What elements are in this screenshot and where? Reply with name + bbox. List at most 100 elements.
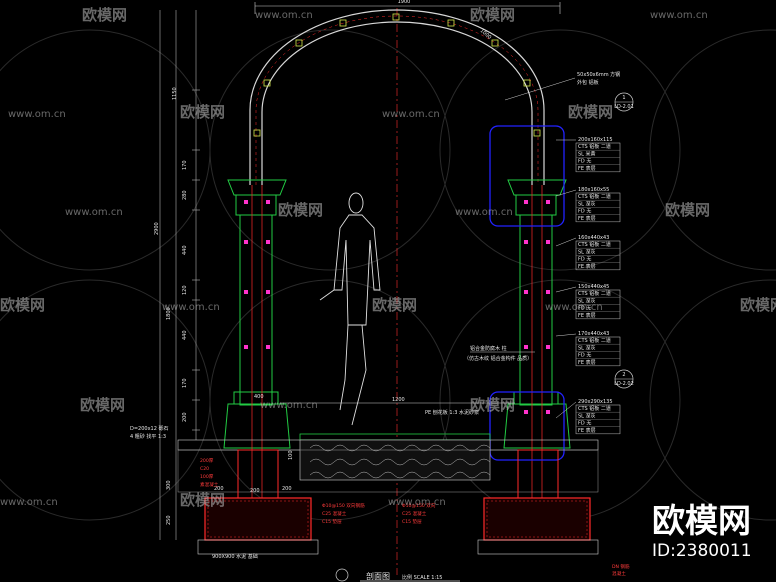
spec-tag-row: SL 深灰 xyxy=(578,200,596,207)
wm-url-11: www.om.cn xyxy=(388,497,446,508)
red-note-center-1: C25 混凝土 xyxy=(322,510,347,517)
top-note-1: 50x50x6mm 方钢 xyxy=(577,71,620,78)
spec-tag-leader xyxy=(555,286,577,293)
wm-brand-8: 欧模网 xyxy=(372,296,417,314)
spec-tag-leader xyxy=(555,189,577,197)
wm-brand-7: 欧模网 xyxy=(0,296,45,314)
wm-url-10: www.om.cn xyxy=(0,497,58,508)
spec-tag-row: CTS 铝板 二道 xyxy=(578,143,611,150)
spec-tag-size: 160x440x43 xyxy=(578,235,609,241)
dim-opening-1200: 1200 xyxy=(392,397,405,403)
center-note-1: 铝合金防腐木 柱 xyxy=(470,345,507,352)
wm-brand-11: 欧模网 xyxy=(470,396,515,414)
wm-url-3: www.om.cn xyxy=(8,109,66,120)
spec-tag-row: CTS 铝板 二道 xyxy=(578,193,611,200)
dim-1150: 1150 xyxy=(172,87,178,100)
wm-brand-9: 欧模网 xyxy=(740,296,776,314)
wm-url-8: www.om.cn xyxy=(545,302,603,313)
ground-slab xyxy=(177,433,599,493)
dim-280: 280 xyxy=(182,190,188,200)
top-width-label: 1900 xyxy=(398,0,411,5)
spec-tag-row: CTS 铝板 二道 xyxy=(578,241,611,248)
arch xyxy=(249,9,545,185)
bottom-dim-2: 200 xyxy=(282,486,292,492)
spec-tag-row: SL 深灰 xyxy=(578,248,596,255)
spec-tag-size: 150x440x45 xyxy=(578,284,609,290)
spec-tag-row: CTS 铝板 二道 xyxy=(578,290,611,297)
ref-bubble-2-sheet: LD-2.02 xyxy=(614,381,634,387)
dim-arc-1000: 1000 xyxy=(479,28,493,41)
dim-lower-total: 1800 xyxy=(166,307,172,320)
dim-base-400: 400 xyxy=(254,394,264,400)
dim-440a: 440 xyxy=(182,245,188,255)
wm-brand-1: 欧模网 xyxy=(82,6,127,24)
bottom-dim-1: 200 xyxy=(250,488,260,494)
left-footing xyxy=(197,449,319,555)
wm-brand-3: 欧模网 xyxy=(180,103,225,121)
red-note-left-1: C20 xyxy=(200,466,209,472)
title-cn: 剖面图 xyxy=(366,571,390,581)
spec-tag-row: FE 表层 xyxy=(578,215,596,222)
wm-url-2: www.om.cn xyxy=(650,10,708,21)
right-column xyxy=(503,179,571,449)
spec-tag-row: FD 无 xyxy=(578,421,591,427)
ref-bubble-1: 1 LD-2.01 xyxy=(614,92,634,112)
column-bolts xyxy=(244,200,550,414)
wm-brand-6: 欧模网 xyxy=(665,201,710,219)
wm-url-5: www.om.cn xyxy=(65,207,123,218)
wm-url-7: www.om.cn xyxy=(162,302,220,313)
center-note-2: （仿古木纹 铝合金构件 品质） xyxy=(464,355,532,362)
left-dimension-lines xyxy=(159,10,200,540)
red-note-left-0: 200厚 xyxy=(200,458,214,464)
top-dimension xyxy=(254,2,561,14)
top-note-2: 外包 铝板 xyxy=(577,79,599,86)
spec-tag-leader xyxy=(555,237,577,247)
brand-id-label: ID:2380011 xyxy=(652,541,752,561)
red-note-right-1: C25 混凝土 xyxy=(402,510,427,517)
ref-bubble-1-sheet: LD-2.01 xyxy=(614,104,634,110)
dim-total-height: 2900 xyxy=(154,222,160,235)
spec-tag-row: FD 无 xyxy=(578,257,591,263)
spec-tag-leader xyxy=(555,401,577,419)
spec-tag-row: FD 无 xyxy=(578,159,591,165)
column-rebar xyxy=(251,185,543,530)
wm-brand-4: 欧模网 xyxy=(568,103,613,121)
ref-bubble-2: 2 LD-2.02 xyxy=(614,369,634,389)
wm-brand-5: 欧模网 xyxy=(278,201,323,219)
spec-tag-row: FD 无 xyxy=(578,306,591,312)
gravel-pattern xyxy=(309,444,491,479)
spec-tag-row: FE 表层 xyxy=(578,359,596,366)
dim-120: 120 xyxy=(182,285,188,295)
dim-440b: 440 xyxy=(182,330,188,340)
wm-url-9: www.om.cn xyxy=(260,400,318,411)
wm-brand-10: 欧模网 xyxy=(80,396,125,414)
footing-dim-2: 100 xyxy=(288,450,294,460)
left-column xyxy=(223,179,291,449)
wm-brand-12: 欧模网 xyxy=(180,491,225,509)
red-note-center-0: Φ10@150 双向钢筋 xyxy=(322,502,365,509)
spec-tag-row: FE 表层 xyxy=(578,312,596,319)
bottom-right-note-1: 混凝土 xyxy=(612,570,626,577)
red-note-right-2: C15 垫层 xyxy=(402,518,422,525)
red-note-left-2: 100厚 xyxy=(200,474,214,480)
spec-tag-row: FE 表层 xyxy=(578,165,596,172)
red-notes-left: 200厚 C20 100厚 素混凝土 xyxy=(200,458,219,488)
spec-tag-size: 200x160x115 xyxy=(578,137,613,143)
bottom-right-note-0: DN 钢筋 xyxy=(612,563,630,570)
spec-tag-row: CTS 铝板 二道 xyxy=(578,337,611,344)
highlight-box-capital xyxy=(489,125,565,227)
ref-bubble-1-num: 1 xyxy=(622,95,625,101)
watermarks: 欧模网 www.om.cn 欧模网 www.om.cn www.om.cn 欧模… xyxy=(0,6,776,509)
red-note-left-3: 素混凝土 xyxy=(200,481,219,488)
spec-tag-leader xyxy=(555,333,577,337)
human-figure xyxy=(319,192,381,426)
left-note-2: 4 粗砂 找平 1:3 xyxy=(130,433,166,440)
spec-tag-row: FE 表层 xyxy=(578,427,596,434)
spec-tag-size: 180x160x55 xyxy=(578,187,609,193)
red-note-center-2: C15 垫层 xyxy=(322,518,342,525)
